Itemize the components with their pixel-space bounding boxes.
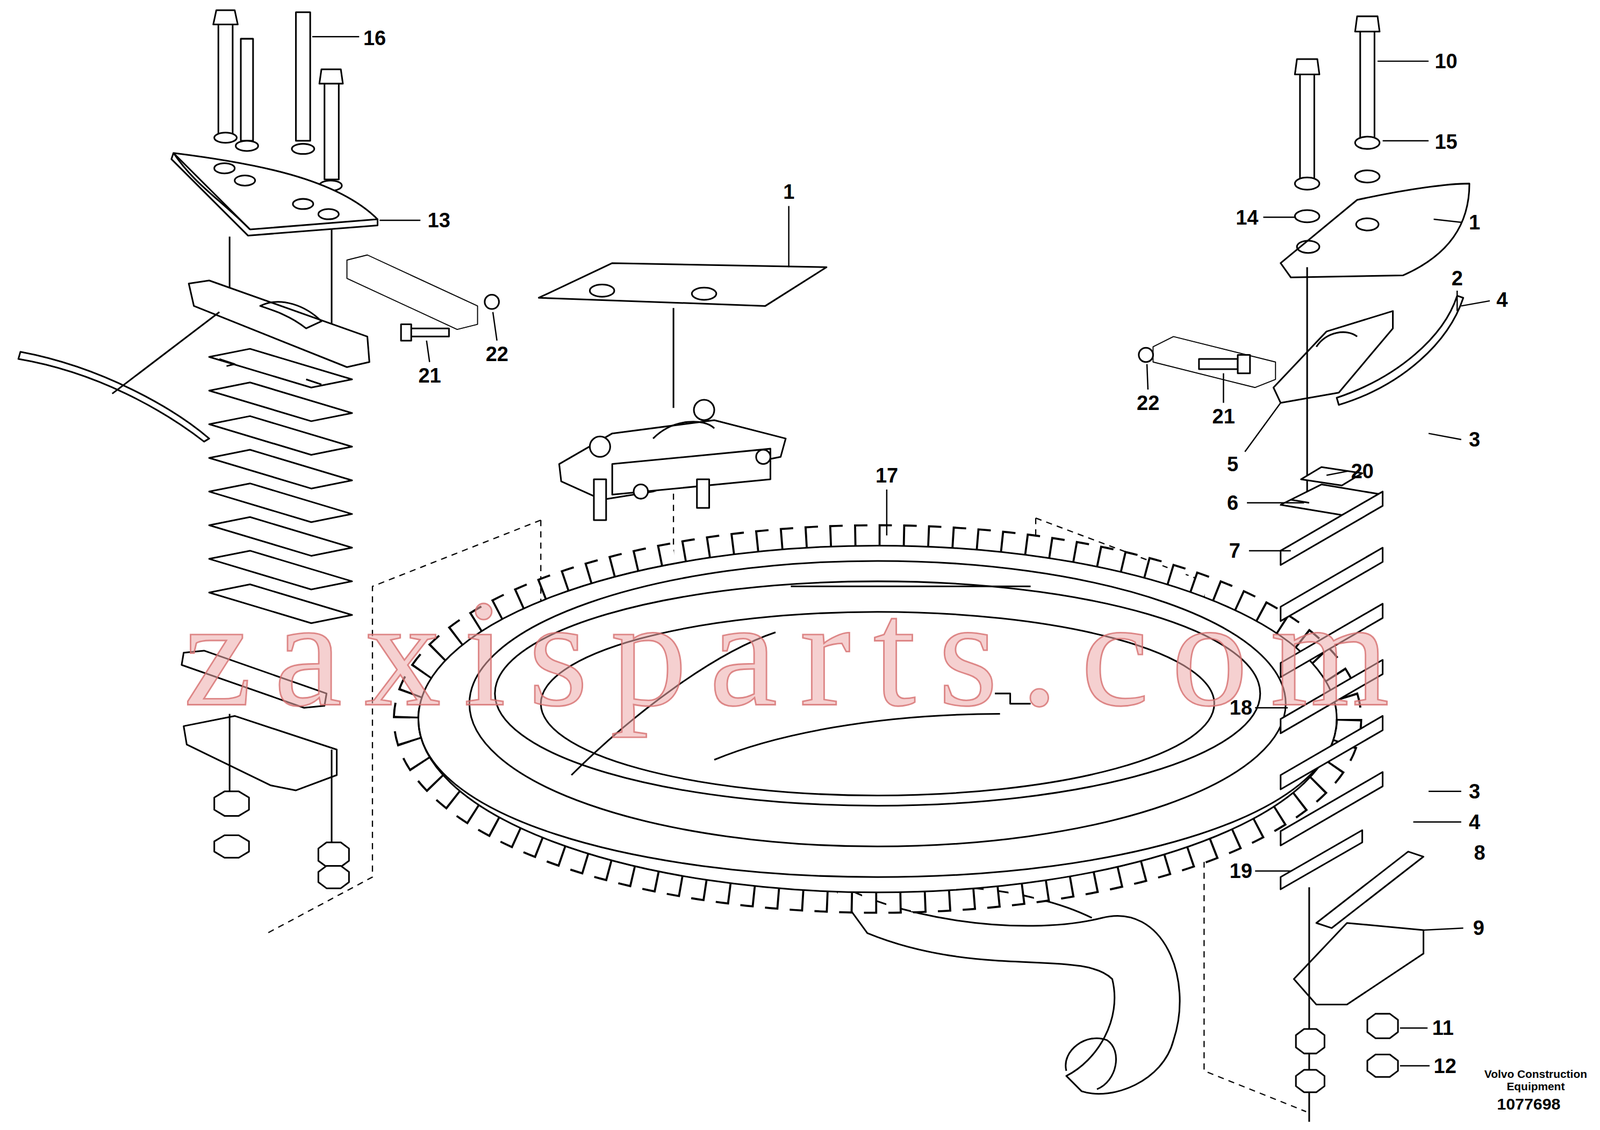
callout-number: 5 bbox=[1227, 454, 1239, 475]
callout-number: 11 bbox=[1432, 1017, 1454, 1039]
callout-number: 1 bbox=[783, 181, 795, 203]
callout-number: 22 bbox=[485, 343, 509, 365]
callout-number: 6 bbox=[1227, 492, 1239, 514]
drawing-number: 1077698 bbox=[1496, 1096, 1561, 1113]
callout-number: 13 bbox=[427, 210, 451, 231]
callout-number: 12 bbox=[1433, 1055, 1457, 1076]
callout-number: 1 bbox=[1468, 212, 1481, 233]
callout-number: 22 bbox=[1136, 392, 1160, 414]
callout-number: 7 bbox=[1229, 540, 1241, 562]
callout-number: 21 bbox=[1212, 405, 1236, 427]
callout-number: 19 bbox=[1229, 861, 1253, 882]
callout-number: 8 bbox=[1474, 842, 1486, 864]
callout-number: 3 bbox=[1468, 781, 1481, 802]
callout-number: 16 bbox=[363, 27, 386, 48]
callout-number: 20 bbox=[1351, 461, 1374, 482]
callout-number: 2 bbox=[1451, 268, 1463, 289]
watermark: zaxisparts.com bbox=[183, 576, 1412, 730]
callout-number: 3 bbox=[1468, 429, 1481, 450]
callout-number: 14 bbox=[1235, 206, 1259, 228]
callout-number: 9 bbox=[1473, 917, 1485, 939]
callout-number: 4 bbox=[1468, 812, 1481, 833]
callout-number: 21 bbox=[418, 364, 441, 386]
callout-number: 17 bbox=[875, 464, 899, 486]
callout-number: 15 bbox=[1434, 131, 1458, 153]
publisher-note: Volvo Construction Equipment bbox=[1478, 1067, 1594, 1094]
callout-number: 10 bbox=[1434, 51, 1458, 72]
callout-number: 4 bbox=[1496, 289, 1508, 311]
